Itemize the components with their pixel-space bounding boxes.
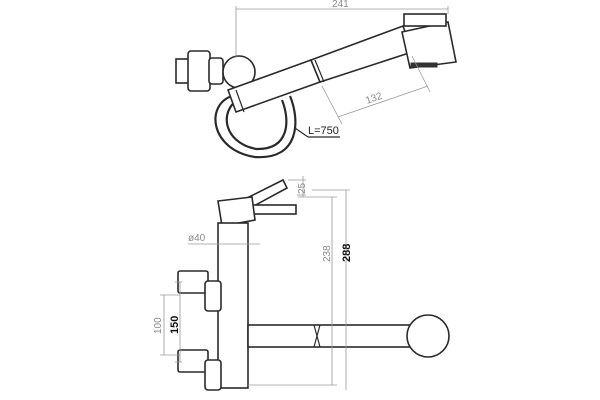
top-view: L=750 241 132 <box>175 0 457 159</box>
side-view: 25 ø40 238 288 100 150 <box>153 176 450 391</box>
dim-238-text: 238 <box>322 245 333 262</box>
hose-length-label: L=750 <box>308 125 339 137</box>
top-spout-joint-line <box>314 59 325 83</box>
top-spray-nozzle <box>410 62 438 68</box>
dim-diameter-text: ø40 <box>188 233 206 244</box>
dim-100-text: 100 <box>153 317 164 334</box>
side-lower-nut <box>204 359 222 391</box>
top-wall-flange <box>208 57 224 85</box>
dim-132-text: 132 <box>364 91 384 107</box>
hose-leader <box>294 127 309 138</box>
top-spray-head <box>401 21 457 69</box>
hose-loop-inner <box>225 99 288 151</box>
top-spout-segment <box>309 24 414 83</box>
side-upper-nut <box>204 280 222 312</box>
side-handle-body <box>217 196 256 227</box>
dim-241-text: 241 <box>332 0 349 10</box>
dim-132-ext-left <box>321 85 343 125</box>
dim-25-text: 25 <box>297 182 308 194</box>
side-main-column <box>217 222 249 389</box>
side-spout-tube <box>247 324 414 348</box>
hose-loop-outer <box>214 94 297 159</box>
side-upper-connector <box>177 270 209 294</box>
dim-132-line <box>337 85 429 118</box>
side-lever-bar <box>249 204 297 215</box>
top-wall-nut <box>187 50 211 92</box>
side-lower-connector <box>177 349 209 373</box>
dim-150-text: 150 <box>169 316 181 334</box>
dim-288-text: 288 <box>341 244 353 262</box>
top-spray-head-cap <box>403 13 447 27</box>
side-spout-joint-b <box>313 324 321 348</box>
top-arm-joint-line <box>235 89 245 113</box>
side-spray-head <box>406 314 450 358</box>
